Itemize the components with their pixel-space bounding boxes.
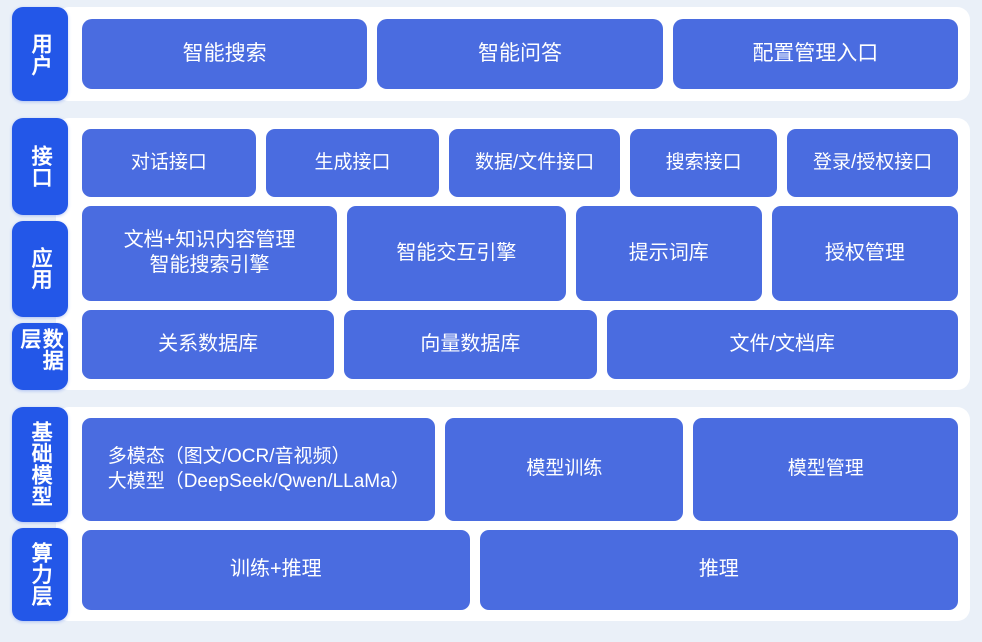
box-authorization-management[interactable]: 授权管理 (771, 205, 958, 301)
rail-tab-compute-layer[interactable]: 算力层 (12, 527, 68, 621)
rail-tab-user[interactable]: 用户 (12, 7, 68, 101)
box-model-training[interactable]: 模型训练 (445, 418, 684, 522)
box-file-document-store[interactable]: 文件/文档库 (606, 309, 958, 380)
section-core-panel: 对话接口 生成接口 数据/文件接口 搜索接口 登录/授权接口 文档+知识内容管理… (56, 118, 970, 390)
rail-tab-application[interactable]: 应用 (12, 220, 68, 318)
section-infra-panel: 多模态（图文/OCR/音视频） 大模型（DeepSeek/Qwen/LLaMa）… (56, 407, 970, 621)
box-search-api[interactable]: 搜索接口 (629, 129, 778, 197)
box-login-auth-api[interactable]: 登录/授权接口 (787, 129, 958, 197)
box-smart-interaction-engine[interactable]: 智能交互引擎 (347, 205, 566, 301)
section-infra: 基础模型 算力层 多模态（图文/OCR/音视频） 大模型（DeepSeek/Qw… (12, 407, 970, 621)
rail-tab-data-layer[interactable]: 数据层 (12, 323, 68, 391)
box-smart-search[interactable]: 智能搜索 (82, 19, 368, 89)
box-prompt-library[interactable]: 提示词库 (575, 205, 762, 301)
box-multimodal-large-model[interactable]: 多模态（图文/OCR/音视频） 大模型（DeepSeek/Qwen/LLaMa） (82, 418, 436, 522)
box-data-file-api[interactable]: 数据/文件接口 (449, 129, 620, 197)
box-model-management[interactable]: 模型管理 (693, 418, 958, 522)
box-vector-database[interactable]: 向量数据库 (344, 309, 597, 380)
row-interface: 对话接口 生成接口 数据/文件接口 搜索接口 登录/授权接口 (82, 129, 958, 197)
box-inference[interactable]: 推理 (479, 530, 958, 610)
row-compute: 训练+推理 推理 (82, 530, 958, 610)
section-user: 用户 智能搜索 智能问答 配置管理入口 (12, 7, 970, 101)
row-application: 文档+知识内容管理 智能搜索引擎 智能交互引擎 提示词库 授权管理 (82, 205, 958, 301)
section-infra-rail: 基础模型 算力层 (12, 407, 68, 621)
box-generation-api[interactable]: 生成接口 (265, 129, 440, 197)
section-user-rail: 用户 (12, 7, 68, 101)
rail-tab-foundation-model[interactable]: 基础模型 (12, 407, 68, 522)
row-entry: 智能搜索 智能问答 配置管理入口 (82, 19, 958, 89)
box-smart-qa[interactable]: 智能问答 (377, 19, 663, 89)
row-data: 关系数据库 向量数据库 文件/文档库 (82, 309, 958, 380)
box-training-inference[interactable]: 训练+推理 (82, 530, 470, 610)
box-dialog-api[interactable]: 对话接口 (82, 129, 256, 197)
box-doc-knowledge-management[interactable]: 文档+知识内容管理 智能搜索引擎 (82, 205, 338, 301)
row-model: 多模态（图文/OCR/音视频） 大模型（DeepSeek/Qwen/LLaMa）… (82, 418, 958, 522)
box-relational-database[interactable]: 关系数据库 (82, 309, 335, 380)
section-core-rail: 接口 应用 数据层 (12, 118, 68, 391)
section-core: 接口 应用 数据层 对话接口 生成接口 数据/文件接口 搜索接口 登录/授权接口… (12, 118, 970, 391)
section-user-panel: 智能搜索 智能问答 配置管理入口 (56, 7, 970, 101)
rail-tab-interface[interactable]: 接口 (12, 118, 68, 215)
box-config-management-entry[interactable]: 配置管理入口 (672, 19, 958, 89)
